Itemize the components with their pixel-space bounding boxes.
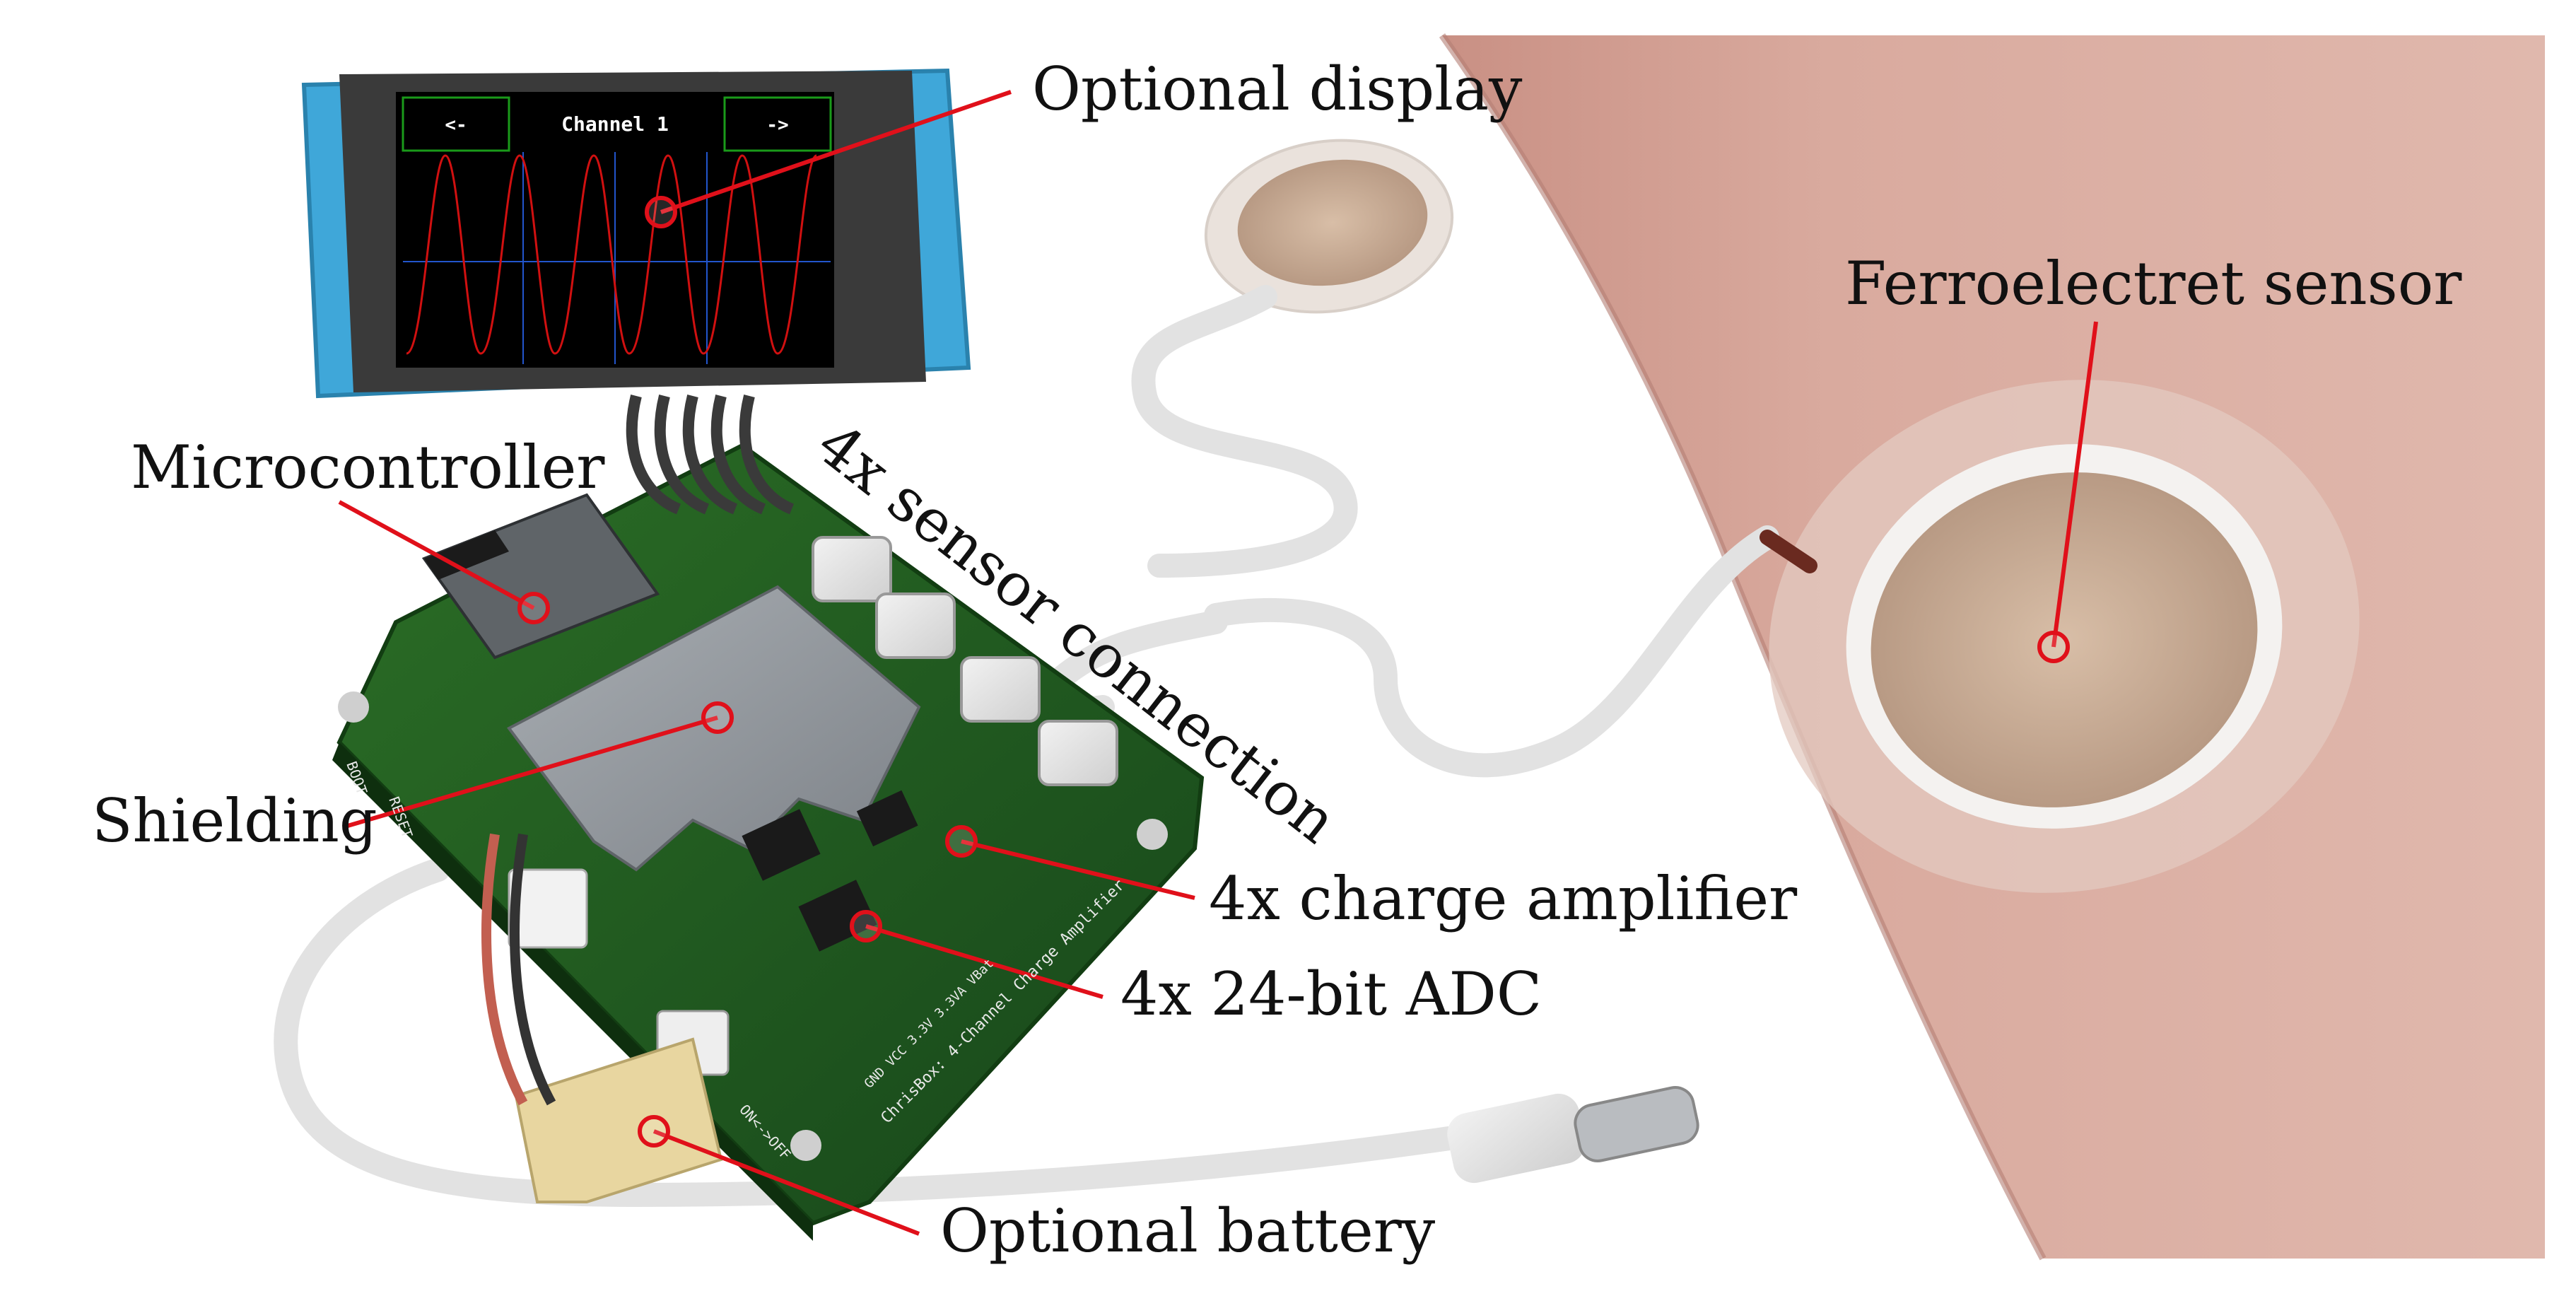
label-microcontroller: Microcontroller xyxy=(131,433,605,502)
battery xyxy=(481,833,723,1203)
usb-c-sensor-ports xyxy=(812,536,1118,786)
label-adc: 4x 24-bit ADC xyxy=(1120,959,1542,1029)
callouts xyxy=(338,90,2098,1236)
label-optional-display: Optional display xyxy=(1032,54,1523,124)
spare-ferroelectret-sensor xyxy=(1204,139,1454,314)
usb-c-cable-plug xyxy=(1447,1086,1699,1184)
display-channel-label: Channel 1 xyxy=(561,112,669,136)
label-charge-amplifier: 4x charge amplifier xyxy=(1209,864,1798,933)
display-waveform xyxy=(406,154,817,355)
display-next-label: -> xyxy=(766,115,788,136)
label-optional-battery: Optional battery xyxy=(940,1196,1436,1266)
optional-display: <- Channel 1 -> xyxy=(301,68,971,399)
display-prev-label: <- xyxy=(445,115,467,136)
display-prev-button xyxy=(402,96,510,152)
display-next-button xyxy=(723,96,832,152)
label-ferroelectret-sensor: Ferroelectret sensor xyxy=(1845,249,2462,318)
label-shielding: Shielding xyxy=(92,786,377,856)
display-ribbon-cable xyxy=(626,395,795,515)
